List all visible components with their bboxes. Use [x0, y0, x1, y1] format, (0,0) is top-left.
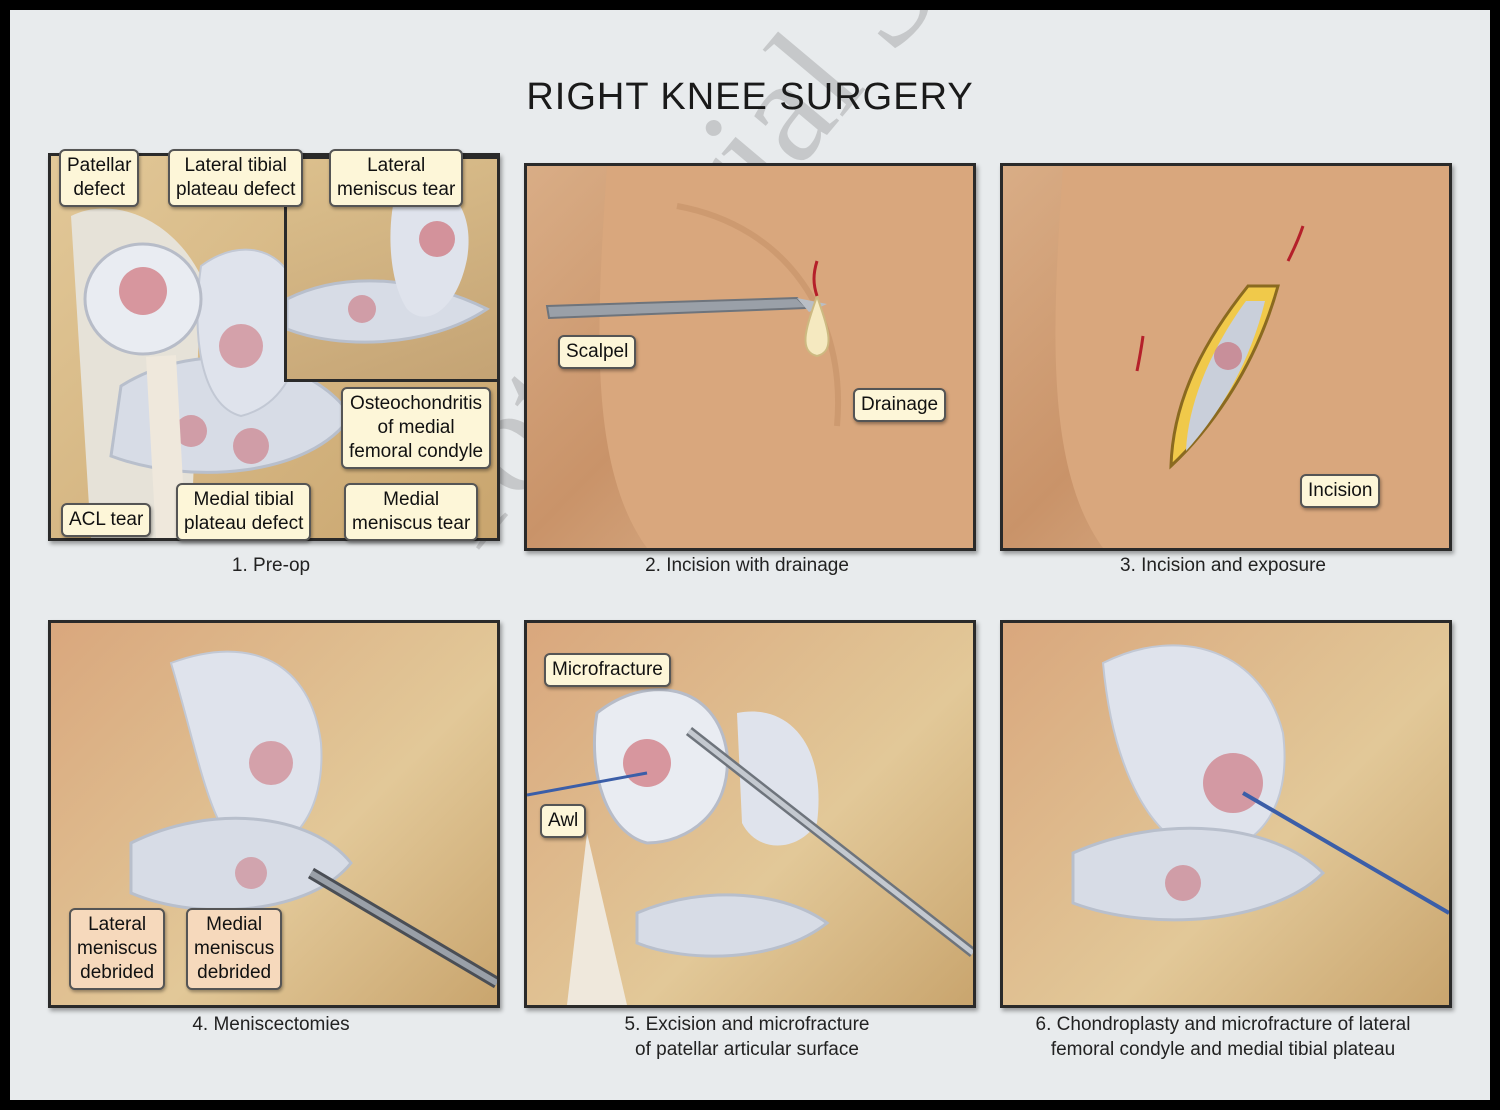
chondroplasty-illustration	[1071, 644, 1449, 922]
panel-excision-microfracture	[524, 620, 976, 1008]
caption-chondroplasty: 6. Chondroplasty and microfracture of la…	[1035, 1014, 1411, 1060]
callout-scalpel: Scalpel	[558, 335, 637, 369]
callout-osteochondritis: Osteochondritis of medial femoral condyl…	[341, 387, 492, 469]
incision-exposure-illustration	[1055, 166, 1449, 548]
callout-lateral-tibial-plateau-defect: Lateral tibial plateau defect	[168, 149, 304, 207]
callout-microfracture: Microfracture	[544, 653, 671, 687]
inset-illustration	[287, 182, 490, 344]
caption-incision-drainage: 2. Incision with drainage	[645, 555, 849, 576]
microfracture-illustration	[527, 688, 973, 1005]
panel-incision-drainage	[524, 163, 976, 551]
caption-meniscectomies: 4. Meniscectomies	[192, 1014, 350, 1035]
callout-medial-tibial-plateau-defect: Medial tibial plateau defect	[176, 483, 312, 541]
callout-drainage: Drainage	[853, 388, 947, 422]
caption-excision-microfracture: 5. Excision and microfracture of patella…	[624, 1014, 870, 1060]
callout-awl: Awl	[540, 804, 587, 838]
illustration-frame: Total Trial Solutions RIGHT KNEE SURGERY…	[10, 10, 1490, 1100]
callout-lateral-meniscus-debrided: Lateral meniscus debrided	[69, 908, 166, 990]
knee-skin-illustration	[545, 166, 973, 548]
callout-acl-tear: ACL tear	[61, 503, 152, 537]
callout-medial-meniscus-tear: Medial meniscus tear	[344, 483, 479, 541]
meniscectomy-illustration	[129, 650, 497, 989]
callout-medial-meniscus-debrided: Medial meniscus debrided	[186, 908, 283, 990]
callout-lateral-meniscus-tear: Lateral meniscus tear	[329, 149, 464, 207]
caption-pre-op: 1. Pre-op	[231, 555, 311, 576]
knee-anatomy-illustration	[71, 208, 353, 538]
callout-patellar-defect: Patellar defect	[59, 149, 140, 207]
panel-pre-op	[48, 153, 500, 541]
panel-incision-exposure	[1000, 163, 1452, 551]
caption-incision-exposure: 3. Incision and exposure	[1120, 555, 1326, 576]
callout-incision: Incision	[1300, 474, 1381, 508]
page-title: RIGHT KNEE SURGERY	[526, 76, 974, 118]
panel-chondroplasty	[1000, 620, 1452, 1008]
